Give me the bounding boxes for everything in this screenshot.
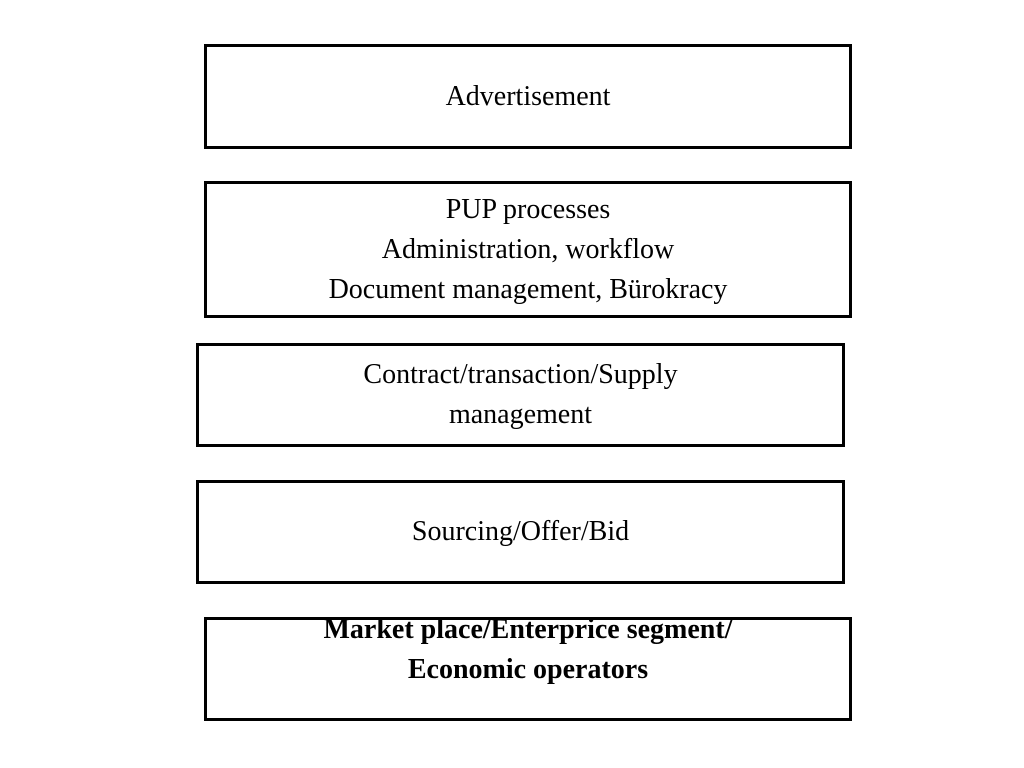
document-management-label: Document management, Bürokracy — [328, 273, 728, 305]
advertisement-label: Advertisement — [445, 80, 611, 112]
contract-transaction-supply-label: Contract/transaction/Supply — [363, 359, 678, 390]
market-place-enterprise-segment-label: Market place/Enterprice segment/ — [323, 614, 733, 645]
layer-advertisement-box: Advertisement — [204, 44, 852, 149]
pup-processes-label: PUP processes — [445, 193, 611, 225]
layer-marketplace-box: Market place/Enterprice segment/ Economi… — [204, 614, 852, 721]
layer-contract-box: Contract/transaction/Supply management — [196, 343, 845, 447]
administration-workflow-label: Administration, workflow — [381, 233, 675, 265]
layer-pup-processes-box: PUP processes Administration, workflow D… — [204, 181, 852, 318]
economic-operators-label: Economic operators — [407, 654, 649, 685]
sourcing-offer-bid-label: Sourcing/Offer/Bid — [411, 516, 630, 547]
management-label: management — [448, 399, 593, 430]
layer-sourcing-box: Sourcing/Offer/Bid — [196, 480, 845, 584]
